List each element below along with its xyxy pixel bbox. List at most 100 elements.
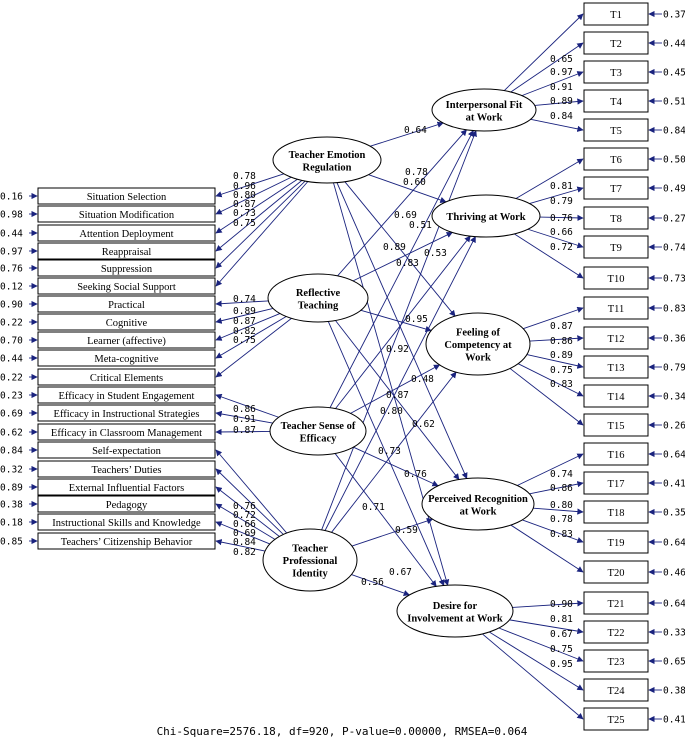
loading-value: 0.91 <box>550 82 573 93</box>
loading-value: 0.65 <box>550 54 573 65</box>
indicator-box <box>37 295 216 313</box>
error-variance: 0.79 <box>663 363 685 374</box>
loading-arrow <box>510 42 584 93</box>
indicator-box <box>37 495 216 513</box>
structural-path-tse-fcw <box>350 364 441 414</box>
latent-label: Efficacy <box>300 433 337 444</box>
indicator-box <box>583 2 649 26</box>
indicator-t5: T5 <box>583 118 649 142</box>
loading-arrow <box>215 317 292 378</box>
path-coefficient: 0.59 <box>395 525 418 536</box>
indicator-box <box>583 560 649 584</box>
loading-arrow <box>515 158 584 199</box>
indicator-box <box>583 591 649 615</box>
structural-path-tse-prw <box>353 446 439 487</box>
indicator-label: Situation Modification <box>79 210 175 221</box>
indicator-efficacy-in-classroom-management: Efficacy in Classroom Management <box>37 423 216 441</box>
loading-arrow <box>527 228 584 249</box>
error-variance: 0.33 <box>663 628 685 639</box>
error-variance: 0.46 <box>663 568 685 579</box>
loading-arrow <box>215 521 270 545</box>
loading-arrow <box>498 627 584 662</box>
error-variance: 0.70 <box>0 336 23 347</box>
error-variance: 0.38 <box>0 500 23 511</box>
loading-value: 0.95 <box>550 659 573 670</box>
loading-value: 0.72 <box>550 242 573 253</box>
error-variance: 0.36 <box>663 334 685 345</box>
structural-path-rt-taw <box>352 232 453 282</box>
indicator-box <box>37 386 216 404</box>
loading-value: 0.69 <box>233 528 256 539</box>
indicator-label: Efficacy in Student Engagement <box>59 391 195 402</box>
error-variance: 0.41 <box>663 715 685 726</box>
latent-ellipse <box>262 528 358 592</box>
error-variance: 0.27 <box>663 214 685 225</box>
indicator-learner-affective-: Learner (affective) <box>37 331 216 349</box>
indicator-box <box>37 532 216 550</box>
loading-value: 0.87 <box>233 199 256 210</box>
loading-arrow <box>215 308 274 324</box>
latent-label: Thriving at Work <box>446 212 525 223</box>
indicator-t11: T11 <box>583 296 649 320</box>
latent-ellipse <box>431 88 537 132</box>
indicator-label: T11 <box>608 304 625 315</box>
indicator-box <box>583 678 649 702</box>
path-coefficient: 0.69 <box>394 210 417 221</box>
loading-value: 0.89 <box>550 350 573 361</box>
indicator-t25: T25 <box>583 707 649 731</box>
loading-arrow <box>510 524 584 573</box>
indicator-box <box>37 404 216 422</box>
structural-path-tse-taw <box>335 235 471 409</box>
path-coefficients: 0.160.780.980.960.440.800.970.870.760.73… <box>0 10 685 726</box>
loading-value: 0.87 <box>550 321 573 332</box>
indicator-self-expectation: Self-expectation <box>37 441 216 459</box>
loading-value: 0.81 <box>550 614 573 625</box>
indicator-pedagogy: Pedagogy <box>37 495 216 513</box>
indicator-box <box>583 355 649 379</box>
indicator-t3: T3 <box>583 60 649 84</box>
indicator-t1: T1 <box>583 2 649 26</box>
indicator-box <box>583 326 649 350</box>
indicator-box <box>37 205 216 223</box>
latent-label: Competency at <box>444 340 512 351</box>
error-variance: 0.98 <box>0 210 23 221</box>
indicator-t19: T19 <box>583 530 649 554</box>
indicator-box <box>583 296 649 320</box>
loading-arrow <box>533 507 584 515</box>
error-variance: 0.74 <box>663 243 685 254</box>
latent-label: at Work <box>466 112 503 123</box>
indicator-label: T15 <box>608 421 625 432</box>
structural-path-rt-prw <box>335 320 460 481</box>
structural-path-rt-ifw <box>337 129 467 277</box>
error-variance: 0.18 <box>0 518 23 529</box>
structural-path-tpi-diw <box>351 574 410 597</box>
indicator-label: T23 <box>608 657 625 668</box>
path-coefficient: 0.56 <box>361 577 384 588</box>
indicator-box <box>583 413 649 437</box>
structural-path-tse-diw <box>334 453 437 587</box>
loading-arrow <box>215 449 288 534</box>
error-variance: 0.84 <box>663 126 685 137</box>
structural-path-ter-prw <box>336 182 468 480</box>
loading-arrow <box>534 98 584 106</box>
indicator-critical-elements: Critical Elements <box>37 368 216 386</box>
fit-statistics: Chi-Square=2576.18, df=920, P-value=0.00… <box>157 725 528 738</box>
loading-value: 0.86 <box>233 404 256 415</box>
loading-arrow <box>539 214 584 222</box>
structural-path-tpi-ifw <box>321 130 477 531</box>
path-coefficient: 0.51 <box>409 220 432 231</box>
loading-arrow <box>512 600 584 608</box>
loading-value: 0.87 <box>233 316 256 327</box>
error-variance: 0.41 <box>663 479 685 490</box>
error-variance: 0.32 <box>0 465 23 476</box>
indicator-t15: T15 <box>583 413 649 437</box>
path-coefficient: 0.78 <box>405 167 428 178</box>
indicator-efficacy-in-student-engagement: Efficacy in Student Engagement <box>37 386 216 404</box>
path-coefficient: 0.71 <box>362 502 385 513</box>
latent-label: at Work <box>460 506 497 517</box>
indicator-box <box>583 60 649 84</box>
indicator-label: Efficacy in Classroom Management <box>51 428 202 439</box>
